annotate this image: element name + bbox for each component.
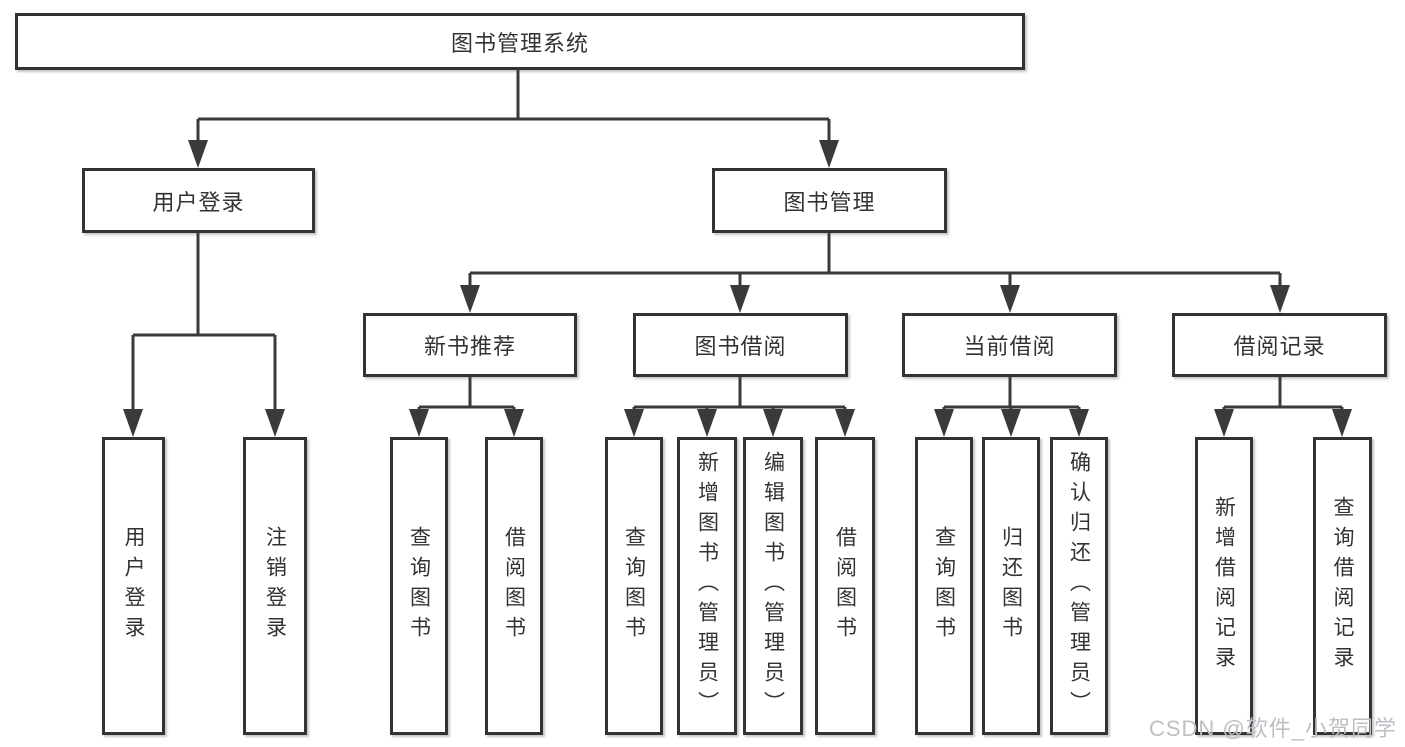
node-label: 查询图书 (932, 526, 956, 646)
node-leaf-current-confirm-return-admin: 确认归还（管理员） (1050, 437, 1108, 735)
node-label: 查询图书 (407, 526, 431, 646)
node-leaf-current-query-books: 查询图书 (915, 437, 973, 735)
node-user-login: 用户登录 (82, 168, 315, 233)
node-leaf-borrow-query-books: 查询图书 (605, 437, 663, 735)
node-label: 编辑图书（管理员） (761, 451, 785, 721)
node-leaf-borrow-add-books-admin: 新增图书（管理员） (677, 437, 737, 735)
node-borrowing-records: 借阅记录 (1172, 313, 1387, 377)
node-label: 借阅图书 (833, 526, 857, 646)
node-leaf-user-login: 用户登录 (102, 437, 165, 735)
node-leaf-rec-borrow-books: 借阅图书 (485, 437, 543, 735)
node-leaf-borrow-borrow-books: 借阅图书 (815, 437, 875, 735)
node-label: 归还图书 (999, 526, 1023, 646)
node-label: 当前借阅 (963, 334, 1056, 359)
node-label: 确认归还（管理员） (1067, 451, 1091, 721)
node-label: 新增借阅记录 (1212, 496, 1236, 676)
node-label: 新书推荐 (423, 334, 516, 359)
csdn-watermark: CSDN @软件_小贺同学 (1148, 716, 1397, 741)
node-label: 新增图书（管理员） (695, 451, 719, 721)
node-root-library-management-system: 图书管理系统 (15, 13, 1025, 70)
node-label: 用户登录 (122, 526, 145, 646)
node-label: 查询图书 (622, 526, 646, 646)
node-label: 图书管理系统 (450, 30, 589, 56)
node-leaf-borrow-edit-books-admin: 编辑图书（管理员） (743, 437, 803, 735)
node-book-management: 图书管理 (712, 168, 947, 233)
node-leaf-records-query-record: 查询借阅记录 (1313, 437, 1372, 735)
node-leaf-current-return-books: 归还图书 (982, 437, 1040, 735)
node-book-borrowing: 图书借阅 (633, 313, 848, 377)
node-new-book-recommend: 新书推荐 (363, 313, 577, 377)
node-label: 用户登录 (152, 189, 245, 215)
node-label: 图书管理 (783, 189, 876, 215)
node-current-borrowing: 当前借阅 (902, 313, 1117, 377)
node-label: 查询借阅记录 (1331, 496, 1354, 676)
node-leaf-rec-query-books: 查询图书 (390, 437, 448, 735)
node-label: 借阅图书 (502, 526, 526, 646)
node-label: 借阅记录 (1233, 334, 1326, 359)
node-label: 注销登录 (263, 526, 287, 646)
node-leaf-logout: 注销登录 (243, 437, 307, 735)
node-label: 图书借阅 (694, 334, 787, 359)
node-leaf-records-add-record: 新增借阅记录 (1195, 437, 1253, 735)
